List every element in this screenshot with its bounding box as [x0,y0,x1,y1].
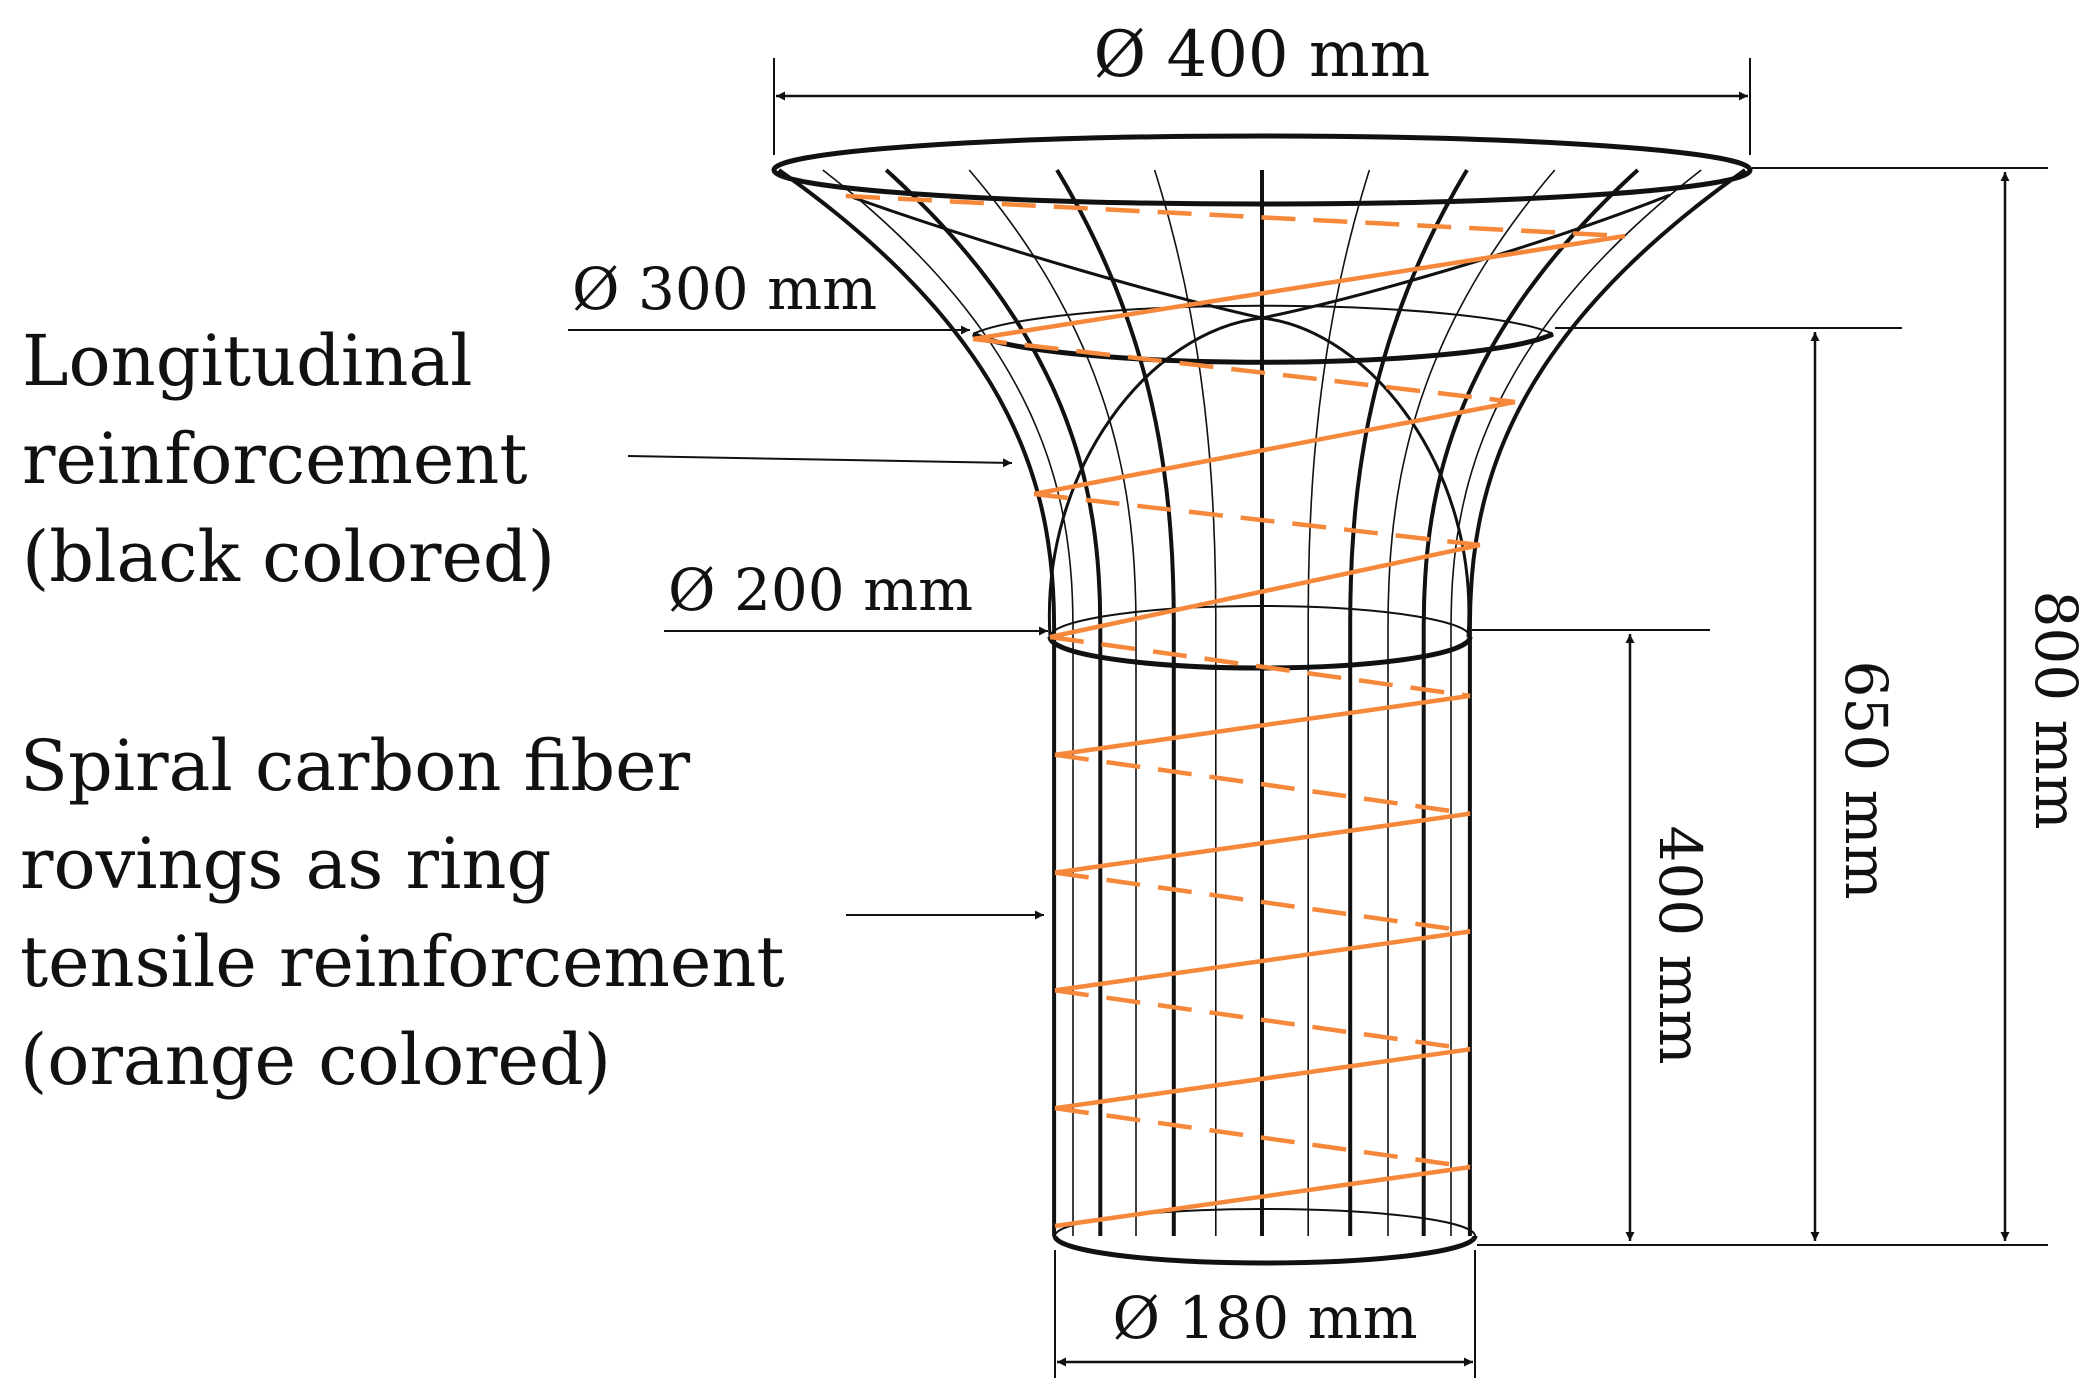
label-diameter-180: Ø 180 mm [1112,1284,1417,1352]
label-longitudinal-line-3: (black colored) [22,516,555,598]
label-spiral-reinforcement: Spiral carbon fiber rovings as ring tens… [20,725,807,1101]
spiral-segment-back [845,193,1626,239]
front-rings [771,133,1753,1266]
top-ring-400 [771,133,1753,207]
thin-longitudinal-bars [822,169,1702,1236]
spiral-segment-front [1054,1164,1471,1229]
annotations: Longitudinal reinforcement (black colore… [20,320,1044,1101]
label-spiral-line-4: (orange colored) [20,1019,611,1101]
label-diameter-300: Ø 300 mm [572,255,877,323]
leader-longitudinal-reinforcement [627,455,1013,468]
label-height-800: 800 mm [2022,590,2090,829]
spiral-segment-front [1054,1047,1471,1111]
spiral-segment-front [1054,693,1471,758]
label-height-400: 400 mm [1646,825,1714,1064]
longitudinal-bar [1153,169,1217,1236]
spiral-segment-front [1054,811,1471,875]
spiral-segment-back [972,336,1516,405]
spiral-carbon-roving [845,193,1626,1229]
longitudinal-bar [1421,168,1640,1236]
ring-300-front [971,331,1555,365]
longitudinal-bar [1348,168,1469,1236]
ring-180-back [1054,1208,1476,1237]
longitudinal-bar [1467,168,1747,1236]
label-diameter-400: Ø 400 mm [1094,18,1431,92]
spiral-segment-front [1033,399,1516,497]
spiral-segment-back [1033,491,1481,548]
longitudinal-bar [777,168,1057,1236]
dimension-lines: Ø 400 mm Ø 180 mm Ø 300 mm Ø 200 mm 400 … [568,18,2090,1378]
spiral-segment-front [1049,542,1481,640]
label-spiral-line-1: Spiral carbon fiber [20,725,691,807]
spiral-segment-back [1054,1105,1471,1170]
ring-180-front [1052,1235,1478,1266]
label-longitudinal-line-1: Longitudinal [22,320,473,402]
spiral-segment-front [972,233,1626,342]
label-longitudinal-reinforcement: Longitudinal reinforcement (black colore… [22,320,555,598]
spiral-segment-back [1054,988,1471,1052]
label-longitudinal-line-2: reinforcement [22,418,528,500]
longitudinal-bar [1307,169,1371,1236]
spiral-segment-back [1054,752,1471,816]
label-spiral-line-3: tensile reinforcement [20,921,785,1003]
label-diameter-200: Ø 200 mm [668,556,973,624]
longitudinal-bar [822,169,1074,1236]
longitudinal-bar [968,169,1137,1236]
label-spiral-line-2: rovings as ring [20,823,551,905]
spiral-segment-back [1049,634,1471,699]
label-height-650: 650 mm [1832,660,1900,899]
spiral-segment-front [1054,929,1471,993]
longitudinal-bar [1450,169,1702,1236]
longitudinal-bar [1055,168,1176,1236]
cage-structure [771,133,1753,1266]
arch-bar [1047,193,1671,638]
spiral-segment-back [1054,870,1471,934]
